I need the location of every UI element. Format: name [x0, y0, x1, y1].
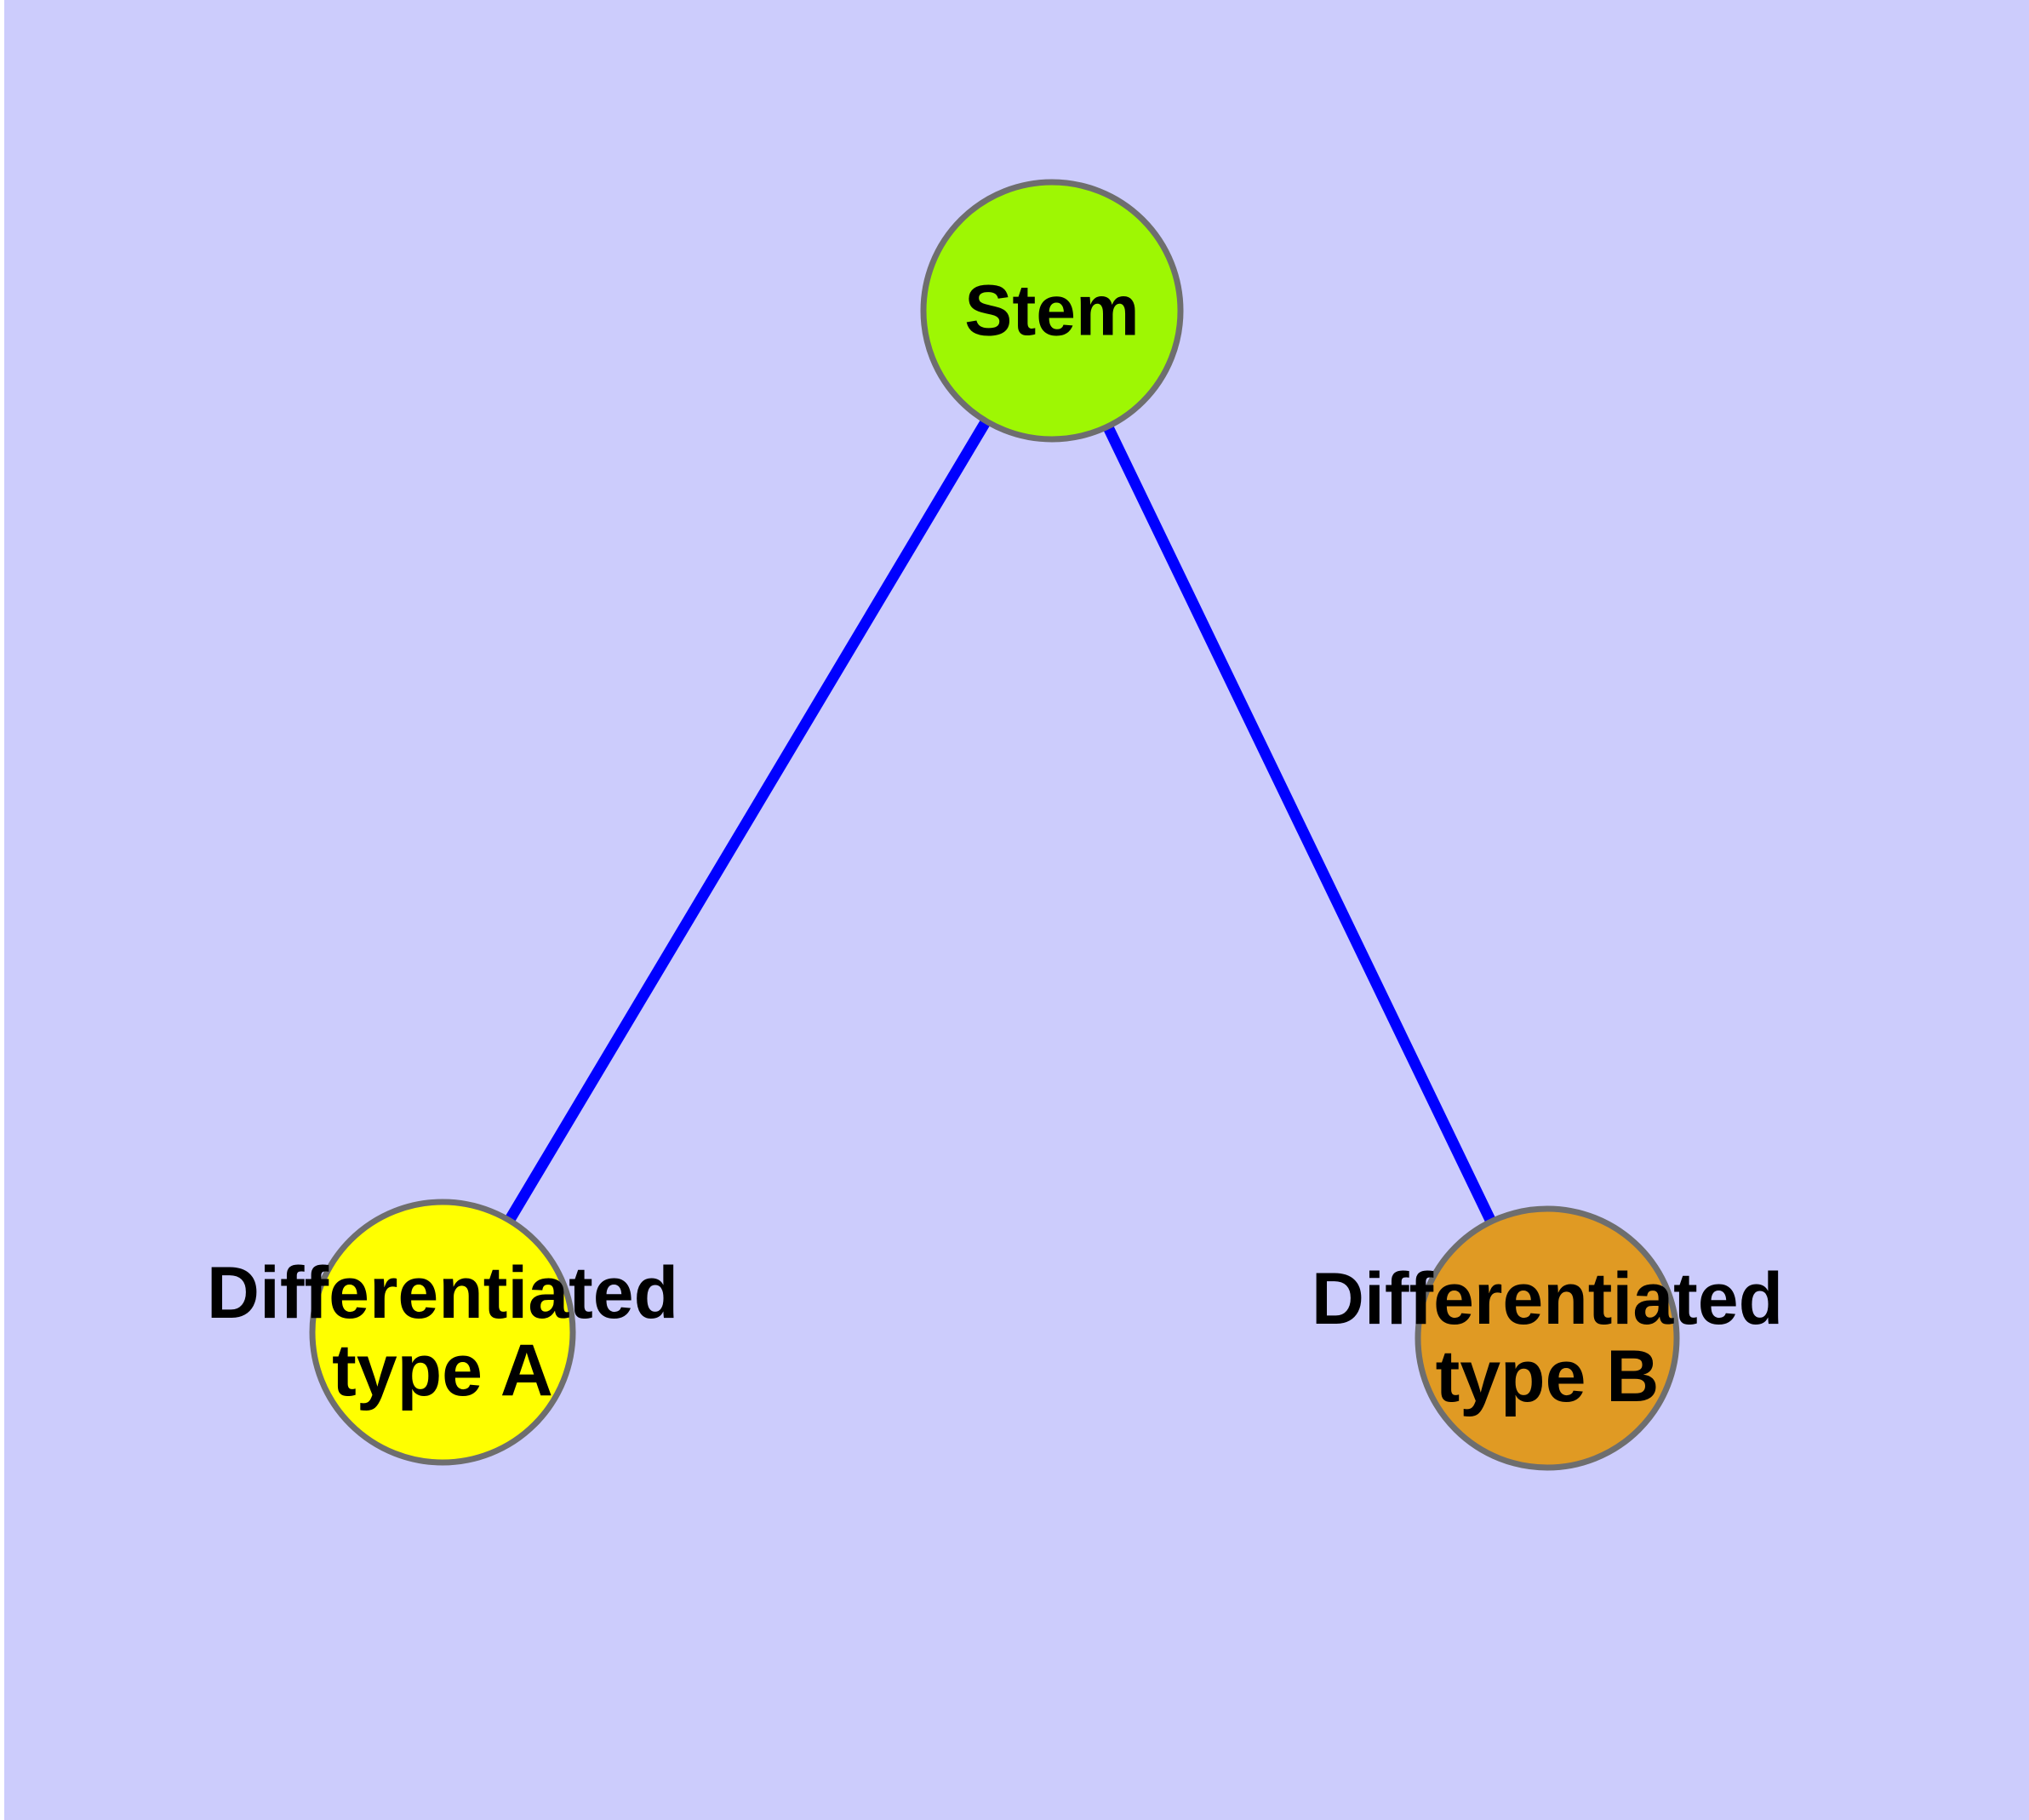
graph-node-diff_b[interactable]	[1415, 1205, 1680, 1471]
node-layer	[309, 179, 1680, 1471]
graph-node-diff_a[interactable]	[309, 1199, 576, 1466]
graph-edge-stem-diff_b[interactable]	[1102, 424, 1496, 1224]
graph-node-stem[interactable]	[920, 179, 1184, 443]
graph-edge-stem-diff_a[interactable]	[504, 418, 992, 1223]
edge-layer	[504, 418, 1496, 1224]
